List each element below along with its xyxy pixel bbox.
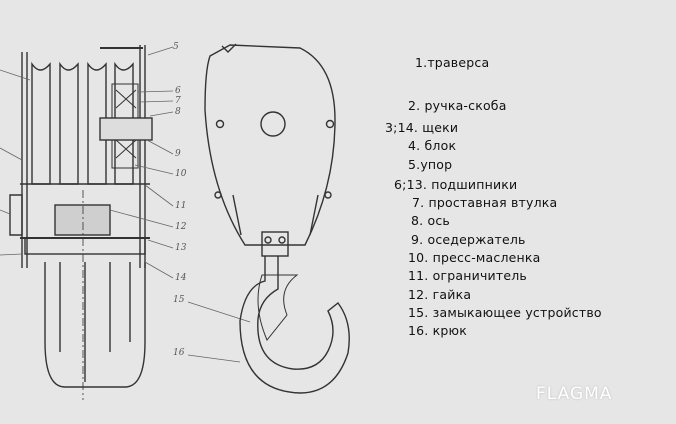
callout-13: 13	[175, 243, 187, 253]
legend-item: 8. ось	[411, 213, 450, 228]
legend-item: 7. проставная втулка	[412, 195, 558, 210]
callout-7: 7	[175, 96, 181, 106]
legend-item: 4. блок	[408, 138, 457, 153]
side-section-view	[9, 45, 153, 400]
legend-item: 6;13. подшипники	[394, 177, 518, 192]
legend-item: 12. гайка	[408, 287, 472, 302]
legend-item: 15. замыкающее устройство	[408, 305, 602, 320]
callout-12: 12	[175, 222, 187, 232]
callout-8: 8	[175, 107, 181, 117]
callout-10: 10	[175, 169, 187, 179]
flagma-watermark: FLAGMA	[536, 384, 613, 404]
callout-5: 5	[173, 42, 179, 52]
legend-item: 16. крюк	[408, 323, 468, 338]
callout-9: 9	[175, 149, 181, 159]
legend-item: 1.траверса	[415, 55, 490, 70]
front-hook-view	[204, 43, 350, 394]
legend-item: 3;14. щеки	[385, 120, 459, 135]
callout-11: 11	[175, 201, 187, 211]
legend-item: 10. пресс-масленка	[408, 250, 541, 265]
callout-leaders	[0, 46, 251, 363]
callout-15: 15	[173, 295, 185, 305]
callout-6: 6	[175, 86, 181, 96]
legend-item: 2. ручка-скоба	[408, 98, 507, 113]
callout-14: 14	[175, 273, 187, 283]
legend-item: 5.упор	[408, 157, 453, 172]
sheaves	[31, 61, 139, 185]
callout-16: 16	[173, 348, 185, 358]
legend-item: 11. ограничитель	[408, 268, 527, 283]
legend-item: 9. оседержатель	[411, 232, 526, 247]
